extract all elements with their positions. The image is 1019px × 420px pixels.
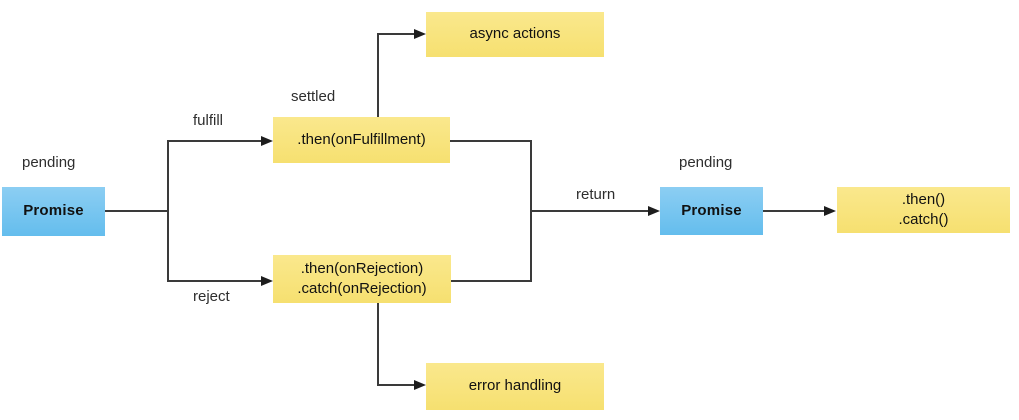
node-promise-right-label: Promise — [681, 201, 742, 219]
node-async-actions: async actions — [426, 12, 604, 57]
edge-reject-arrowhead-icon — [261, 276, 273, 286]
edge-to-error-horizontal-line — [377, 384, 415, 386]
state-label-settled: settled — [291, 88, 336, 105]
edge-return-line — [530, 210, 649, 212]
node-then-onfulfillment-label: .then(onFulfillment) — [297, 130, 426, 148]
node-error-handling: error handling — [426, 363, 604, 410]
edge-fulfill-line — [167, 140, 262, 142]
edge-to-error-vertical-line — [377, 303, 379, 385]
state-label-pending-right: pending — [679, 154, 733, 171]
edge-branch-vertical-line — [167, 140, 169, 282]
node-then-catch: .then() .catch() — [837, 187, 1010, 233]
edge-to-async-arrowhead-icon — [414, 29, 426, 39]
node-promise-left: Promise — [2, 187, 105, 236]
edge-promise-right-out-line — [763, 210, 825, 212]
edge-label-return: return — [576, 186, 616, 203]
edge-reject-line — [167, 280, 262, 282]
edge-to-error-arrowhead-icon — [414, 380, 426, 390]
edge-promise-right-arrowhead-icon — [824, 206, 836, 216]
edge-merge-top-line — [450, 140, 532, 142]
edge-return-arrowhead-icon — [648, 206, 660, 216]
node-then-catch-onrejection: .then(onRejection) .catch(onRejection) — [273, 255, 451, 303]
edge-merge-bottom-line — [450, 280, 532, 282]
node-then-catch-label: .then() .catch() — [898, 190, 949, 228]
node-promise-left-label: Promise — [23, 202, 84, 220]
node-then-onfulfillment: .then(onFulfillment) — [273, 117, 450, 163]
edge-label-reject: reject — [193, 288, 230, 305]
state-label-pending-left: pending — [22, 154, 76, 171]
edge-to-async-horizontal-line — [377, 33, 415, 35]
edge-label-fulfill: fulfill — [193, 112, 224, 129]
node-then-catch-onrejection-label: .then(onRejection) .catch(onRejection) — [297, 259, 427, 297]
node-async-actions-label: async actions — [469, 25, 561, 43]
node-error-handling-label: error handling — [468, 377, 562, 395]
edge-promise-left-out-line — [105, 210, 168, 212]
node-promise-right: Promise — [660, 187, 763, 235]
edge-fulfill-arrowhead-icon — [261, 136, 273, 146]
edge-to-async-vertical-line — [377, 34, 379, 117]
